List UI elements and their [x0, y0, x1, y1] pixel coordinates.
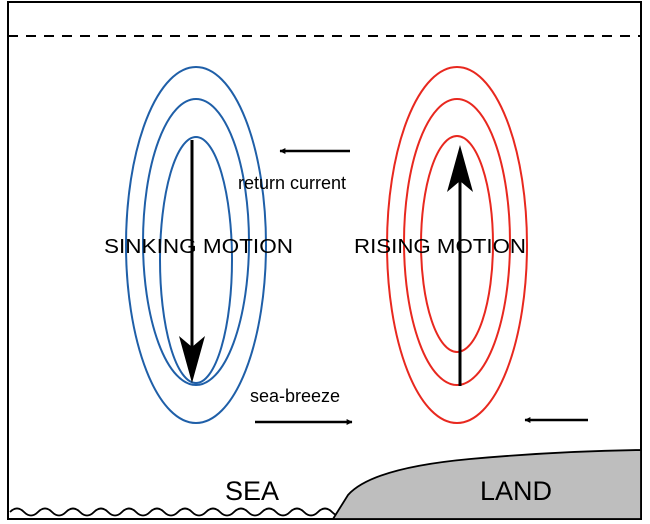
rising-contour-outer [386, 66, 528, 424]
arrow-up-icon [447, 145, 473, 386]
arrow-down-icon [179, 140, 205, 383]
sea-breeze-label: sea-breeze [250, 386, 340, 406]
diagram-frame [7, 1, 642, 520]
sinking-contour-inner [159, 136, 233, 384]
rising-contour-inner [420, 135, 494, 353]
sinking-motion-label: SINKING MOTION [104, 236, 293, 258]
land-label: LAND [480, 476, 552, 506]
rising-motion-contours [386, 66, 528, 424]
return-current-label: return current [238, 173, 346, 193]
land-mass [331, 449, 642, 520]
sinking-contour-outer [125, 66, 267, 424]
sea-surface-waves [9, 507, 347, 517]
sinking-contour-middle [142, 98, 250, 386]
sinking-motion-contours [125, 66, 267, 424]
rising-motion-label: RISING MOTION [354, 236, 526, 258]
rising-contour-middle [403, 98, 511, 386]
sea-label: SEA [225, 476, 279, 506]
